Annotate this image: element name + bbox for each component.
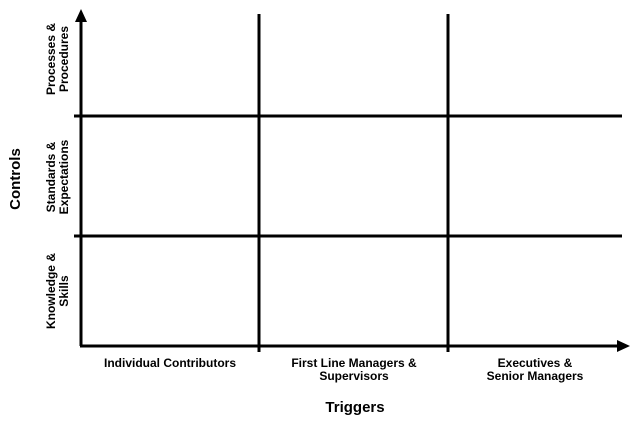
column-label-first-line-managers: First Line Managers & Supervisors: [291, 356, 417, 384]
y-axis-arrowhead: [75, 9, 87, 22]
x-axis-title: Triggers: [325, 399, 385, 416]
y-axis-title: Controls: [7, 148, 24, 210]
x-axis-arrowhead: [617, 340, 630, 352]
column-label-executives: Executives & Senior Managers: [486, 356, 584, 384]
row-label-processes-procedures: Processes & Procedures: [44, 22, 72, 96]
row-label-knowledge-skills: Knowledge & Skills: [44, 253, 72, 330]
column-label-individual-contributors: Individual Contributors: [104, 356, 236, 370]
row-label-standards-expectations: Standards & Expectations: [44, 139, 72, 215]
